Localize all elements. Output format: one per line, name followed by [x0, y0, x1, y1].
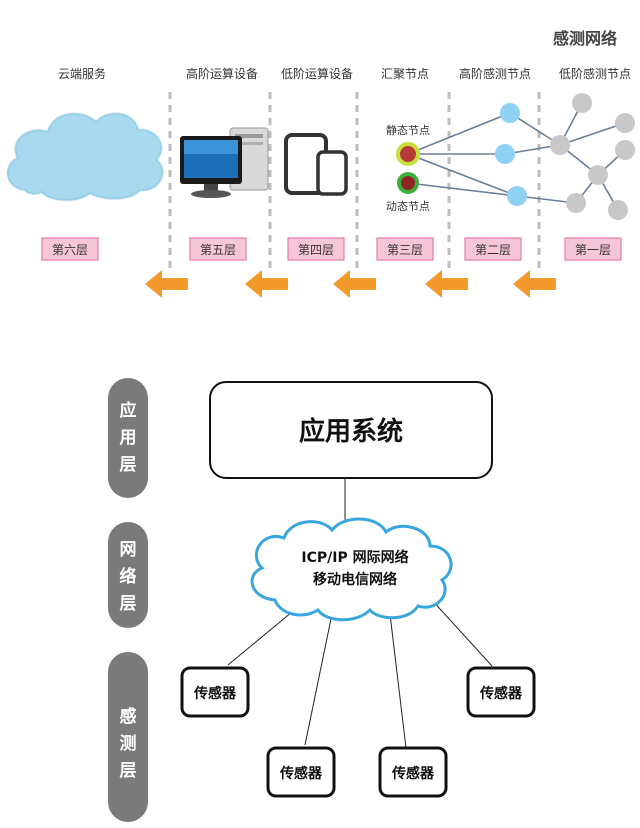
sensor-nodes: 传感器 传感器 传感器 传感器	[180, 666, 536, 798]
layer-badge-5: 第五层	[200, 243, 236, 257]
column-header-high-compute: 高阶运算设备	[186, 66, 258, 81]
network-title: 感测网络	[553, 29, 617, 48]
side-layer-labels: 应 用 层 网 络 层 感 测 层	[108, 378, 148, 822]
column-header-cloud: 云端服务	[58, 66, 106, 81]
sensor-box	[378, 746, 448, 798]
high-sensor-node	[507, 186, 527, 206]
left-arrow-icon	[245, 270, 288, 298]
flow-arrows	[145, 270, 556, 298]
connector-lines	[227, 478, 493, 749]
layer-badge-1: 第一层	[575, 243, 611, 257]
side-pill-network	[108, 522, 148, 628]
column-header-low-sensor: 低阶感测节点	[559, 66, 631, 81]
tablet-phone-icon	[284, 133, 348, 196]
layer-badge-3: 第三层	[387, 243, 423, 257]
cloud-service-icon	[7, 112, 164, 201]
low-sensor-node	[566, 193, 586, 213]
left-arrow-icon	[145, 270, 188, 298]
high-sensor-node	[500, 103, 520, 123]
dynamic-node-label: 动态节点	[386, 200, 430, 213]
side-char: 络	[120, 566, 137, 587]
side-char: 感	[120, 706, 137, 727]
layer-badge-6: 第六层	[52, 243, 88, 257]
layer-badges: 第六层 第五层 第四层 第三层 第二层 第一层	[41, 237, 622, 261]
side-char: 层	[120, 594, 137, 614]
static-node-icon	[396, 142, 420, 166]
network-cloud-icon	[250, 517, 453, 622]
low-sensor-node	[615, 140, 635, 160]
side-char: 层	[120, 455, 137, 475]
side-char: 网	[120, 540, 137, 560]
left-arrow-icon	[425, 270, 468, 298]
column-header-sink-node: 汇聚节点	[381, 67, 429, 81]
layer-badge-2: 第二层	[475, 243, 511, 257]
left-arrow-icon	[333, 270, 376, 298]
network-line-2: 移动电信网络	[313, 571, 397, 588]
sensor-label: 传感器	[279, 765, 323, 782]
layer-badge-4: 第四层	[298, 243, 334, 257]
sensor-label: 传感器	[193, 685, 237, 702]
dynamic-node-icon	[397, 172, 419, 194]
sensor-box	[466, 666, 536, 718]
sensor-box	[180, 666, 250, 718]
low-sensor-node	[572, 93, 592, 113]
low-sensor-node	[615, 113, 635, 133]
left-arrow-icon	[513, 270, 556, 298]
low-sensor-node	[588, 165, 608, 185]
low-sensor-node	[550, 135, 570, 155]
column-header-low-compute: 低阶运算设备	[281, 66, 353, 81]
side-char: 测	[120, 733, 137, 754]
side-char: 层	[120, 761, 137, 781]
sensor-label: 传感器	[479, 685, 523, 702]
column-separators	[168, 92, 541, 268]
sensor-label: 传感器	[391, 765, 435, 782]
network-line-1: ICP/IP 网际网络	[301, 549, 408, 566]
side-pill-application	[108, 378, 148, 498]
static-node-label: 静态节点	[386, 123, 430, 137]
sensor-box	[266, 746, 336, 798]
application-system-label: 应用系统	[299, 416, 403, 447]
side-pill-sensing	[108, 652, 148, 822]
column-header-high-sensor: 高阶感测节点	[459, 66, 531, 81]
side-char: 用	[120, 428, 137, 448]
high-sensor-node	[495, 144, 515, 164]
low-sensor-node	[608, 200, 628, 220]
application-system-box	[209, 381, 493, 479]
side-char: 应	[120, 400, 137, 421]
desktop-computer-icon	[180, 127, 269, 198]
